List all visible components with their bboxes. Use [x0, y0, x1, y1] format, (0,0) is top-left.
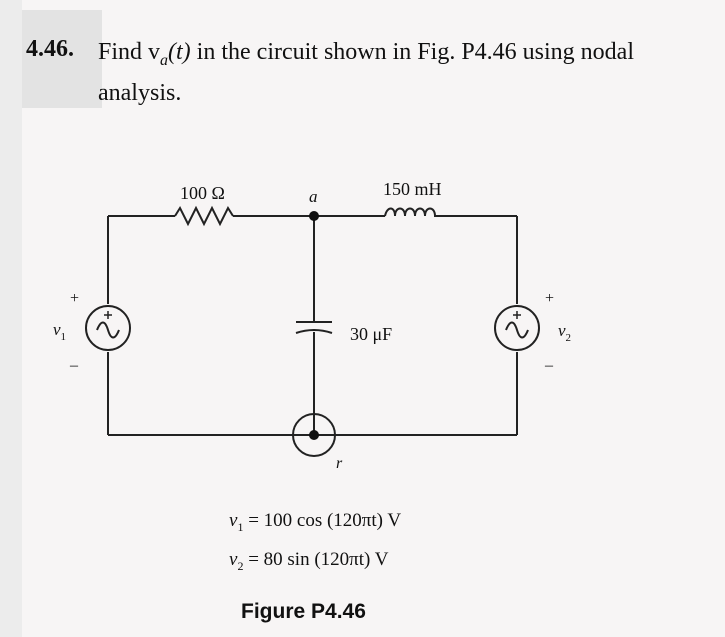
node-a-label: a: [309, 187, 318, 206]
equation-v2-subscript: 2: [237, 558, 244, 573]
source1-minus: –: [69, 357, 79, 374]
source1-circle: [85, 305, 131, 351]
capacitor-label: 30 μF: [350, 324, 392, 344]
problem-text-start: Find v: [98, 39, 161, 65]
equation-v1-subscript: 1: [237, 519, 244, 534]
source1-name-letter: v: [53, 320, 61, 339]
capacitor-plate-bottom: [295, 329, 333, 334]
equation-v2-expression: = 80 sin (120πt) V: [243, 549, 389, 570]
problem-text-end: in the circuit shown in Fig. P4.46 using…: [98, 39, 634, 106]
source1-sine: [96, 321, 120, 339]
node-a-dot: [309, 211, 319, 221]
problem-text-argument: (t): [168, 39, 191, 65]
equation-v2-variable: v: [229, 549, 238, 570]
problem-number-highlight: [22, 10, 102, 108]
source1-plus: +: [70, 290, 79, 307]
resistor-label: 100 Ω: [180, 183, 225, 203]
source2-plus: +: [545, 290, 554, 307]
source2-name-subscript: 2: [566, 332, 572, 344]
resistor-symbol: [174, 205, 234, 227]
equation-v1-expression: = 100 cos (120πt) V: [243, 510, 402, 531]
source2-circle: [494, 305, 540, 351]
equation-v1: v1 = 100 cos (120πt) V: [229, 510, 401, 535]
figure-caption: Figure P4.46: [241, 600, 366, 623]
problem-text-subscript: a: [160, 51, 169, 69]
inductor-label: 150 mH: [383, 179, 442, 199]
source2-minus: –: [544, 357, 554, 374]
inductor-symbol: [384, 207, 443, 218]
problem-statement: Find va(t) in the circuit shown in Fig. …: [98, 36, 708, 110]
reference-node-dot: [309, 430, 319, 440]
problem-number: 4.46.: [26, 36, 74, 62]
source2-inner-plus: [513, 311, 521, 319]
source2-sine: [505, 321, 529, 339]
reference-node-circle: [292, 413, 336, 457]
source1-inner-plus: [104, 311, 112, 319]
page-edge-shade: [0, 0, 22, 637]
source1-name-subscript: 1: [61, 331, 67, 343]
source1-name: v1: [53, 320, 66, 343]
equation-v2: v2 = 80 sin (120πt) V: [229, 549, 388, 574]
equation-v1-variable: v: [229, 510, 238, 531]
source2-name-letter: v: [558, 321, 566, 340]
source2-name: v2: [558, 321, 571, 344]
reference-node-label: r: [336, 455, 343, 472]
